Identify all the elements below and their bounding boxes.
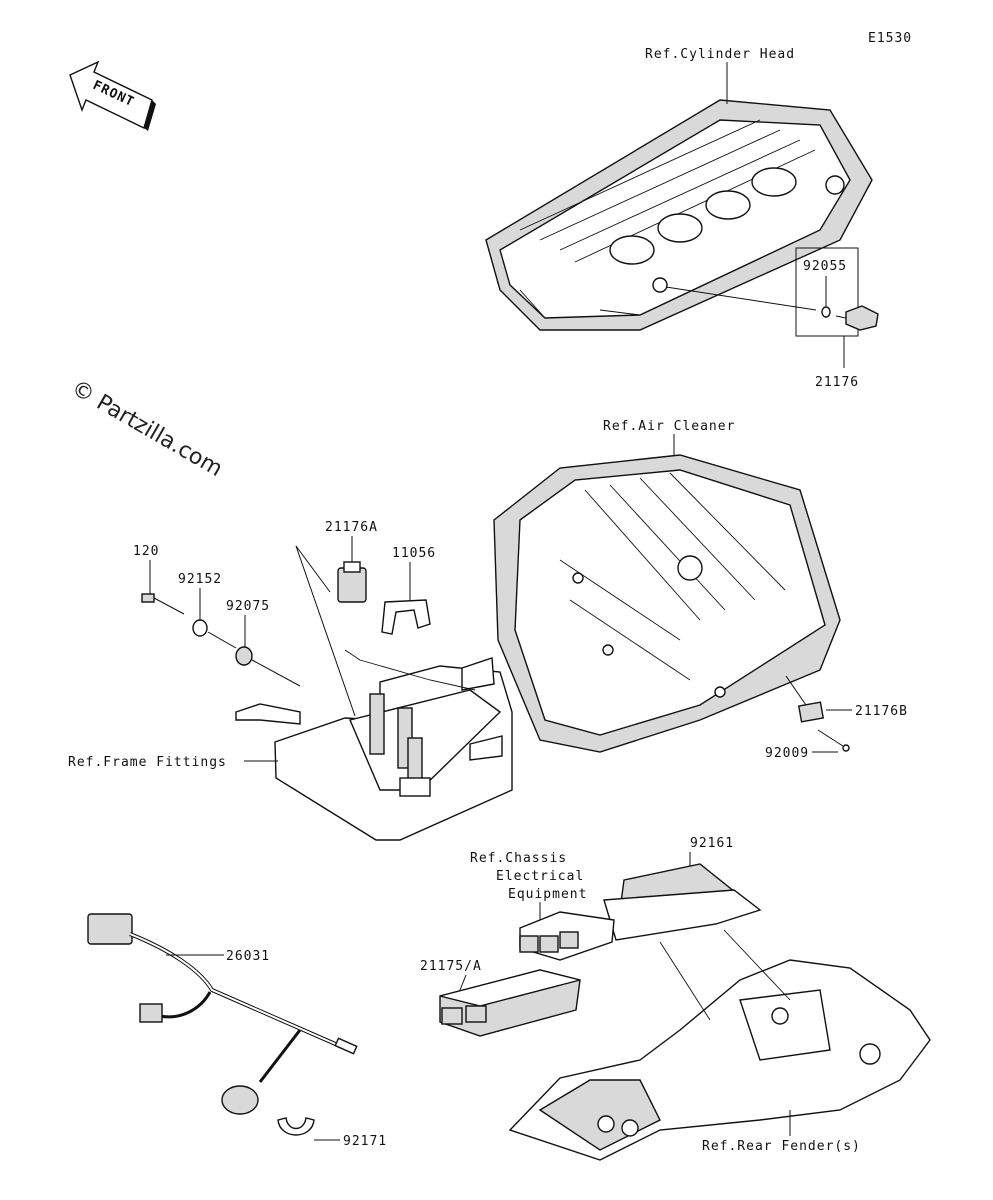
front-arrow-icon: FRONT xyxy=(69,60,156,131)
part-label-92171[interactable]: 92171 xyxy=(343,1134,387,1149)
sensor-21176A[interactable] xyxy=(337,561,367,603)
rear-fender-drawing xyxy=(508,929,931,1161)
part-label-92161[interactable]: 92161 xyxy=(690,836,734,851)
part-label-21176B[interactable]: 21176B xyxy=(855,704,908,719)
part-label-11056[interactable]: 11056 xyxy=(392,546,436,561)
collar-92152[interactable] xyxy=(192,619,208,637)
ref-air-cleaner-label: Ref.Air Cleaner xyxy=(603,419,735,434)
temp-sensor-21176[interactable] xyxy=(835,305,879,331)
cylinder-head-drawing xyxy=(485,99,873,331)
ecu-chassis-unit[interactable] xyxy=(519,911,615,961)
part-label-92075[interactable]: 92075 xyxy=(226,599,270,614)
watermark-text: © Partzilla.com xyxy=(67,376,227,483)
ref-frame-fittings-label: Ref.Frame Fittings xyxy=(68,755,227,770)
ref-cylinder-head-label: Ref.Cylinder Head xyxy=(645,47,795,62)
screw-92009[interactable] xyxy=(817,729,850,752)
grommet-92075[interactable] xyxy=(235,646,253,666)
part-label-92152[interactable]: 92152 xyxy=(178,572,222,587)
part-label-26031[interactable]: 26031 xyxy=(226,949,270,964)
part-label-21176[interactable]: 21176 xyxy=(815,375,859,390)
ecu-holder-92161[interactable] xyxy=(603,863,762,941)
clamp-92171[interactable] xyxy=(277,1117,315,1136)
part-label-92009[interactable]: 92009 xyxy=(765,746,809,761)
part-label-92055[interactable]: 92055 xyxy=(803,259,847,274)
part-label-21176A[interactable]: 21176A xyxy=(325,520,378,535)
battery-case-drawing xyxy=(235,649,513,841)
callout-bracket xyxy=(795,247,859,337)
ecu-21175A[interactable] xyxy=(439,969,581,1037)
bolt-120[interactable] xyxy=(141,593,185,615)
bracket-11056[interactable] xyxy=(381,599,431,635)
ref-chassis-label-line2: Electrical xyxy=(496,869,584,884)
o-ring-92055[interactable] xyxy=(821,306,831,318)
ref-chassis-label-line1: Ref.Chassis xyxy=(470,851,567,866)
ref-rear-fender-label: Ref.Rear Fender(s) xyxy=(702,1139,861,1154)
sensor-21176B[interactable] xyxy=(785,675,825,723)
harness-26031[interactable] xyxy=(87,913,358,1115)
part-label-21175A[interactable]: 21175/A xyxy=(420,959,482,974)
air-cleaner-drawing xyxy=(493,454,841,753)
diagram-code: E1530 xyxy=(868,31,912,46)
part-label-120[interactable]: 120 xyxy=(133,544,159,559)
ref-chassis-label-line3: Equipment xyxy=(508,887,587,902)
